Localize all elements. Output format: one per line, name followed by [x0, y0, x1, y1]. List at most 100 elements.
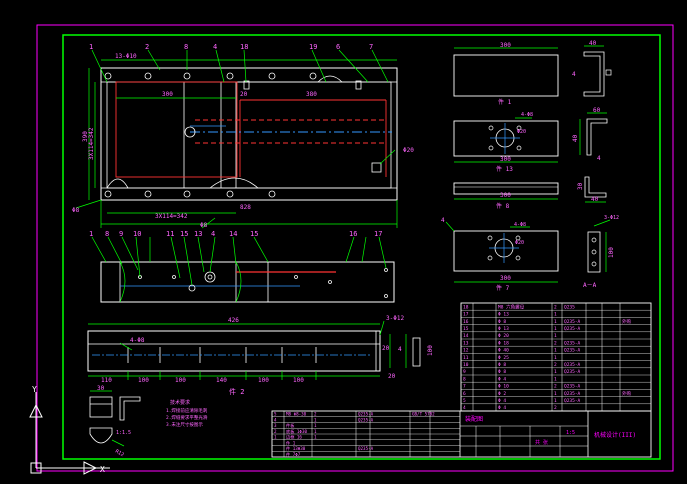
plate-dim-100-c: 100: [258, 377, 269, 384]
dim-20: 20: [240, 91, 248, 98]
bom-cell: 9: [463, 369, 466, 375]
parts-list-cell: 1: [274, 435, 277, 440]
leader-phi8-bottom: Φ8: [200, 222, 208, 229]
parts-list-cell: 边框 16: [286, 434, 302, 441]
part5-dim: 300: [500, 192, 511, 199]
plate-dim-100-a: 100: [138, 377, 149, 384]
parts-list-cell: 3: [274, 423, 277, 428]
bom-cell: 1: [554, 398, 557, 404]
bom-cell: Φ 25: [498, 355, 509, 361]
plate-dim-100-b: 100: [175, 377, 186, 384]
part-views: 300 件 1 40 4 4-Φ8 Φ20 300 件 13 60 40 4: [441, 40, 619, 292]
bom-cell: 1: [554, 391, 557, 397]
bom-cell: Q235-A: [564, 391, 581, 397]
bom-cell: 13: [463, 340, 469, 346]
bom-cell: Φ 8: [498, 362, 506, 368]
bom-cell: Q235-A: [564, 369, 581, 375]
part7-hole-dia: Φ20: [515, 240, 524, 246]
bom-cell: Q235-A: [564, 398, 581, 404]
part3-hole-dia: Φ20: [517, 129, 526, 135]
balloon-top-5: 18: [240, 43, 248, 51]
section-outline: [100, 261, 395, 303]
part7-label: 件 7: [496, 284, 510, 292]
bom-cell: Φ 13: [498, 326, 509, 332]
bom-cell: 外购: [622, 390, 631, 397]
sheet-frame: [36, 24, 674, 472]
parts-list-cell: Q235-A: [358, 417, 374, 422]
bom-cell: Φ 8: [498, 369, 506, 375]
leader-phi20: Φ20: [403, 147, 414, 154]
parts-list-cell: 底板 1Φ30: [286, 428, 307, 435]
plate-dim-426: 426: [228, 317, 239, 324]
bom-cell: 2: [554, 362, 557, 368]
bom-cell: Φ 4: [498, 405, 506, 411]
bom-cell: 1: [554, 348, 557, 354]
balloon-top-1: 1: [89, 43, 93, 51]
parts-list-cell: GB/T 5782: [412, 412, 435, 417]
part6-dim-top: 40: [591, 196, 599, 203]
bom-cell: 5: [463, 398, 466, 404]
leader-phi8-left: Φ8: [72, 207, 80, 214]
balloon-top-2: 2: [145, 43, 149, 51]
bom-cell: Q235: [564, 304, 575, 310]
part4-dim-side: 40: [572, 134, 579, 142]
bom-cell: 11: [463, 355, 469, 361]
bom-cell: 8: [463, 376, 466, 382]
plate-dim-holes: 4-Φ8: [130, 337, 145, 344]
dim-left-342: 3X114=342: [88, 127, 95, 160]
bom-cell: Q235-A: [564, 348, 581, 354]
part3-dim: 300: [500, 156, 511, 163]
bom-cell: 15: [463, 326, 469, 332]
section-balloon-10: 15: [250, 230, 258, 238]
main-view: 1 2 8 4 18 19 6 7 13-Φ10 300 380 20 3X11…: [72, 43, 414, 229]
title-block-title: 机械设计(III): [594, 431, 636, 439]
part4-side: 4: [597, 155, 601, 162]
part2-dim: 40: [589, 40, 597, 47]
bom-cell: 外购: [622, 318, 631, 325]
bom-cell: Φ 4: [498, 376, 506, 382]
title-block-sheet: 共 张: [535, 439, 548, 446]
parts-list-cell: 件 13Φ30: [286, 445, 306, 452]
parts-list-cell: 5: [274, 412, 277, 417]
bom-cell: 1: [554, 326, 557, 332]
plate-dim-20-b: 20: [388, 373, 396, 380]
tech-note-line-1: 1.焊接前应清除毛刺: [166, 407, 208, 414]
drawing-border: [62, 34, 661, 460]
part2-side: 4: [572, 71, 576, 78]
svg-text:Y: Y: [32, 385, 37, 394]
bom-cell: 6: [463, 391, 466, 397]
parts-list-cell: Q235-A: [358, 446, 374, 451]
bom-cell: Φ 20: [498, 333, 509, 339]
dim-bottom-828: 828: [240, 204, 251, 211]
section-balloon-9: 14: [229, 230, 237, 238]
small-part-scale: 1:1.5: [116, 430, 131, 436]
title-block-scale: 1:5: [566, 430, 575, 436]
balloon-top-8: 7: [369, 43, 373, 51]
bom-cell: 2: [554, 384, 557, 390]
bom-cell: Q235-A: [564, 319, 581, 325]
part7-dim: 300: [500, 275, 511, 282]
section-balloon-4: 10: [133, 230, 141, 238]
plate-dim-20-a: 20: [382, 345, 390, 352]
parts-list-cell: 2: [314, 412, 317, 417]
plate-dim-110: 110: [101, 377, 112, 384]
bom-cell: 1: [554, 312, 557, 318]
section-balloon-1: 1: [89, 230, 93, 238]
tech-note-title: 技术要求: [170, 399, 190, 406]
section-balloon-12: 17: [374, 230, 382, 238]
dim-holes: 13-Φ10: [115, 53, 137, 60]
small-part-dim: 30: [97, 385, 105, 392]
part1-label: 件 1: [498, 98, 512, 106]
balloon-top-4: 4: [213, 43, 217, 51]
part8-holes: 3-Φ12: [604, 215, 619, 221]
section-balloon-3: 9: [119, 230, 123, 238]
parts-list-cell: 4: [274, 417, 277, 422]
bom-cell: 18: [463, 304, 469, 310]
bom-cell: Φ 8: [498, 319, 506, 325]
bom-cell: Φ 2: [498, 391, 506, 397]
bom-cell: 1: [554, 376, 557, 382]
bom-cell: Φ 13: [498, 312, 509, 318]
part3-holes: 4-Φ8: [521, 112, 533, 118]
